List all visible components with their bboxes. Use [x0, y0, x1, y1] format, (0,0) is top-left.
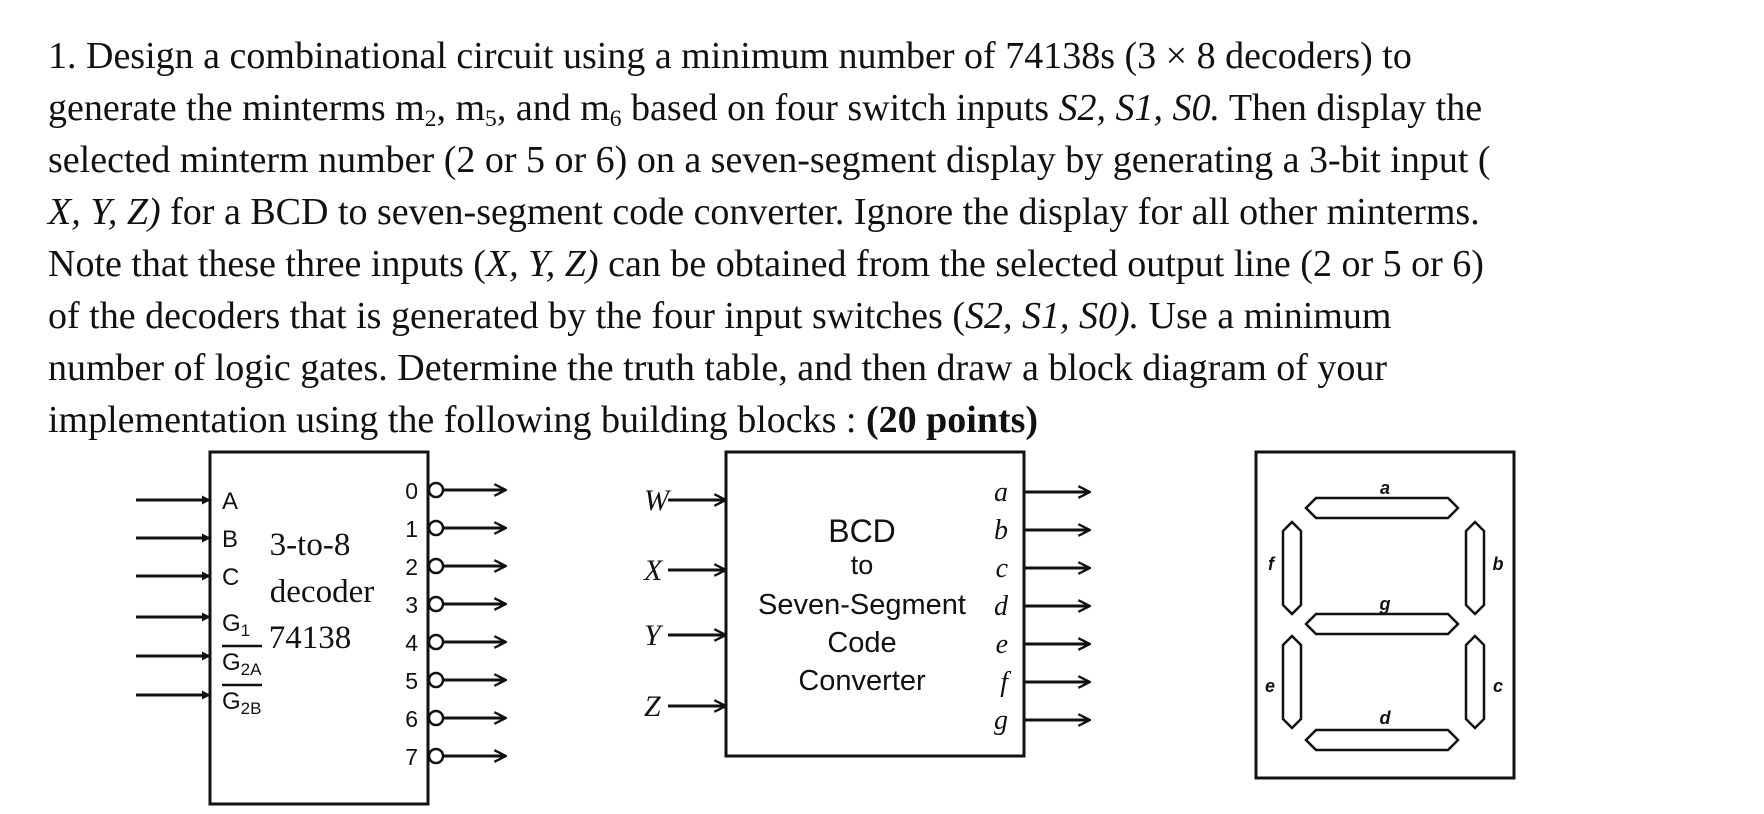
converter-title: to [851, 550, 874, 580]
decoder-output-label: 6 [405, 706, 418, 732]
problem-text: can be obtained from the selected output… [598, 243, 1484, 285]
converter-input-label: W [644, 484, 672, 517]
segment-label-d: d [1380, 708, 1392, 728]
converter-title: Seven-Segment [758, 589, 966, 621]
problem-line: 1. Design a combinational circuit using … [48, 30, 1738, 82]
decoder-input-label-sub: 2B [241, 699, 262, 718]
decoder-title: 3-to-8 [270, 527, 351, 563]
display-frame [1254, 450, 1516, 780]
segment-label-c: c [1493, 676, 1503, 696]
decoder-input-label-main: G [222, 610, 241, 637]
problem-text: generate the minterms m [48, 87, 425, 129]
decoder-output-bubble [427, 557, 445, 575]
decoder-output-bubble [427, 519, 445, 537]
decoder-input-label: B [222, 526, 238, 553]
converter-output-label: a [994, 477, 1008, 508]
segment-g [1304, 612, 1460, 636]
problem-text: S2, S1, S0. [1058, 87, 1221, 129]
problem-text: , and m [496, 87, 610, 129]
converter-input-label: X [643, 554, 664, 587]
segment-c [1464, 634, 1486, 730]
problem-text: 5 [485, 105, 497, 132]
converter-output-label: e [996, 629, 1008, 660]
problem-text: Use a minimum [1139, 295, 1392, 337]
problem-text: based on four switch inputs [621, 87, 1059, 129]
decoder-output-label: 3 [405, 592, 418, 618]
segment-a [1304, 496, 1460, 520]
decoder-output-label: 4 [405, 630, 418, 656]
segment-b [1464, 520, 1486, 616]
problem-statement: 1. Design a combinational circuit using … [48, 30, 1738, 446]
problem-text: 6 [609, 105, 622, 132]
segment-f [1281, 520, 1303, 616]
problem-text: Note that these three inputs ( [48, 243, 486, 285]
segment-label-f: f [1268, 554, 1276, 574]
decoder-input-label-main: G [222, 649, 241, 676]
decoder-input-label: G2A [222, 649, 262, 679]
decoder-title: decoder [270, 574, 374, 610]
decoder-output-label: 1 [405, 516, 418, 542]
decoder-output-bubble [427, 595, 445, 613]
problem-text: for a BCD to seven-segment code converte… [160, 191, 1480, 233]
problem-text: of the decoders that is generated by the… [48, 295, 965, 337]
problem-line: Note that these three inputs (X, Y, Z) c… [48, 238, 1738, 290]
converter-output-label: c [996, 553, 1009, 584]
seven-segment-display: a b c d e f g [1254, 450, 1516, 780]
decoder-input-label: G1 [222, 610, 250, 640]
decoder-output-label: 2 [405, 554, 418, 580]
problem-text: selected minterm number (2 or 5 or 6) on… [48, 139, 1491, 181]
converter-box [724, 450, 1026, 758]
problem-text: 1. Design a combinational circuit using … [48, 35, 1412, 77]
converter-title: BCD [828, 513, 896, 549]
problem-line: of the decoders that is generated by the… [48, 290, 1738, 342]
segment-label-b: b [1493, 554, 1504, 574]
converter-input-label: Y [644, 619, 664, 652]
decoder-output-label: 0 [405, 478, 418, 504]
decoder-input-label: C [222, 564, 239, 591]
decoder-input-label: G2B [222, 688, 261, 718]
problem-text: , m [436, 87, 486, 129]
decoder-title: 74138 [269, 620, 352, 656]
segment-label-a: a [1380, 478, 1390, 498]
segment-e [1281, 634, 1303, 730]
problem-line: generate the minterms m2, m5, and m6 bas… [48, 82, 1738, 134]
decoder-input-label-main: G [222, 688, 241, 715]
converter-title: Converter [798, 665, 926, 697]
problem-line: number of logic gates. Determine the tru… [48, 342, 1738, 394]
decoder-output-bubble [427, 709, 445, 727]
decoder-output-bubble [427, 671, 445, 689]
decoder-output-bubble [427, 481, 445, 499]
decoder-output-label: 5 [405, 668, 418, 694]
converter-output-label: f [1000, 667, 1011, 698]
decoder-output-label: 7 [405, 744, 418, 770]
decoder-box [208, 450, 430, 806]
problem-text: implementation using the following build… [48, 399, 866, 441]
problem-text: S2, S1, S0). [965, 295, 1140, 337]
converter-title: Code [827, 627, 896, 659]
decoder-input-label-sub: 2A [241, 660, 262, 679]
decoder-output-bubble [427, 747, 445, 765]
problem-text: X, Y, Z) [485, 243, 599, 285]
converter-output-label: b [994, 515, 1008, 546]
segment-label-g: g [1379, 594, 1391, 614]
problem-text: 2 [424, 105, 437, 132]
problem-text: (20 points) [865, 399, 1039, 441]
problem-line: selected minterm number (2 or 5 or 6) on… [48, 134, 1738, 186]
decoder-input-label: A [222, 488, 238, 515]
converter-input-label: Z [644, 690, 661, 723]
segment-label-e: e [1265, 676, 1275, 696]
segment-d [1304, 728, 1460, 752]
problem-text: number of logic gates. Determine the tru… [48, 347, 1388, 389]
problem-text: X, Y, Z) [48, 191, 161, 233]
problem-text: Then display the [1220, 87, 1483, 129]
decoder-input-label-sub: 1 [241, 621, 250, 640]
converter-output-label: d [994, 591, 1009, 622]
converter-output-label: g [994, 705, 1008, 736]
problem-line: implementation using the following build… [48, 394, 1738, 446]
decoder-output-bubble [427, 633, 445, 651]
problem-line: X, Y, Z) for a BCD to seven-segment code… [48, 186, 1738, 238]
